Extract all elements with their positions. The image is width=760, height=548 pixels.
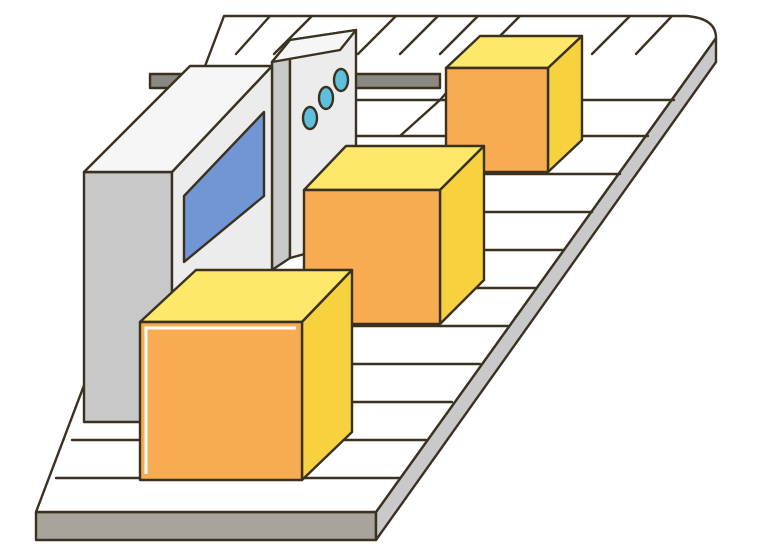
button-icon xyxy=(317,85,335,111)
button-icon xyxy=(332,67,350,93)
box-front-large xyxy=(138,268,354,482)
machine-buttons xyxy=(301,67,350,131)
box-highlight xyxy=(144,326,296,474)
control-panel-top xyxy=(270,28,358,64)
machine-screen xyxy=(182,110,266,264)
control-panel-side xyxy=(270,38,292,272)
machine-cabinet-top xyxy=(82,64,274,174)
belt-front-edge xyxy=(34,510,378,542)
box-front xyxy=(138,320,304,482)
button-icon xyxy=(301,105,319,131)
box-back xyxy=(444,34,584,174)
